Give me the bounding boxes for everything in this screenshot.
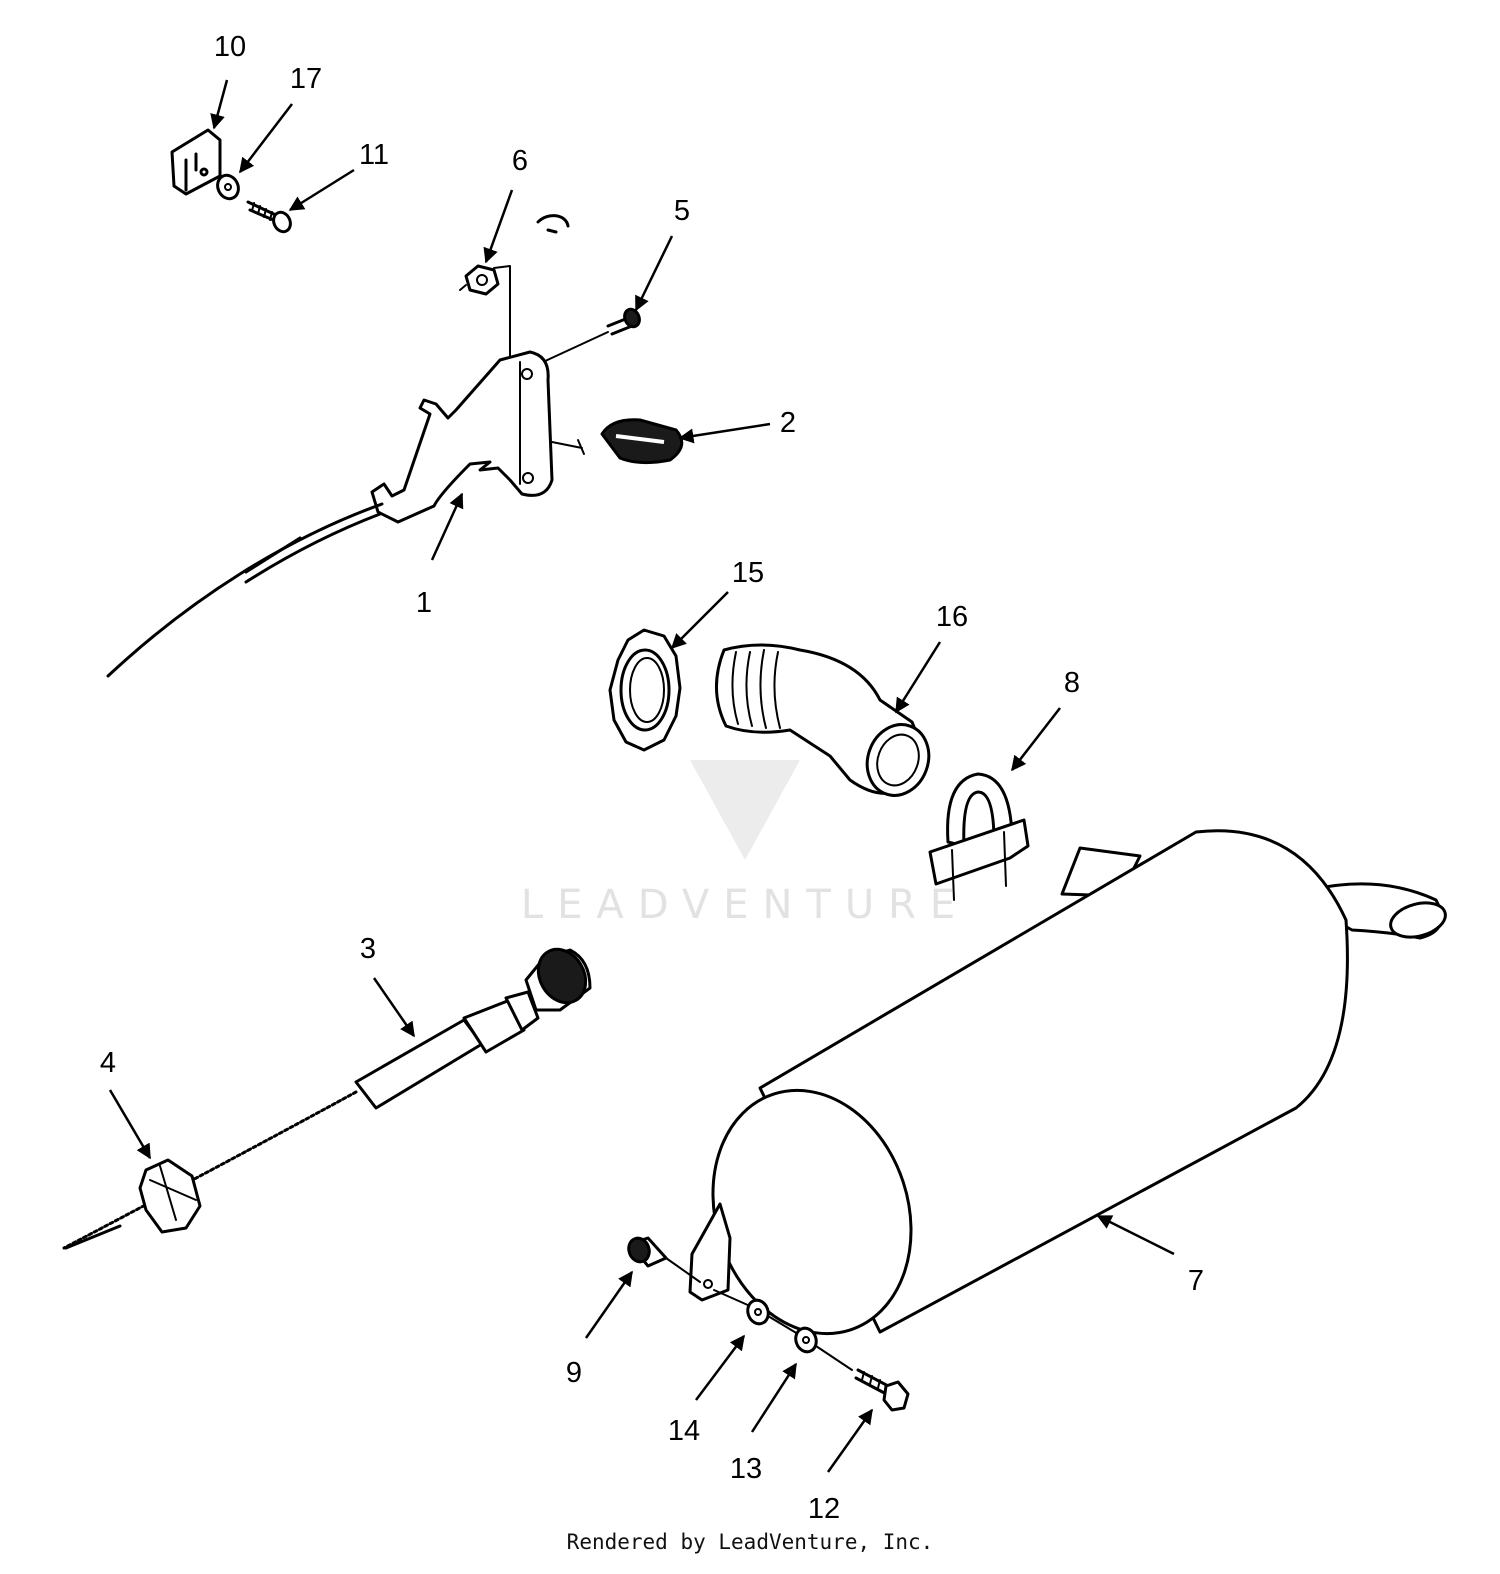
footer-credit: Rendered by LeadVenture, Inc. — [566, 1530, 934, 1554]
part-screw-5 — [606, 307, 641, 336]
leader-8 — [1011, 707, 1061, 772]
leader-14 — [695, 1334, 745, 1401]
callout-7: 7 — [1188, 1265, 1204, 1297]
part-lock-washer-13 — [794, 1326, 818, 1354]
part-lock-nut-15 — [608, 628, 682, 752]
part-spacer-9 — [627, 1236, 668, 1268]
part-nut-6 — [459, 264, 500, 296]
leader-9 — [584, 1270, 634, 1339]
part-control-cable — [106, 502, 384, 678]
watermark: LEADVENTURE — [521, 760, 969, 928]
callout-1: 1 — [416, 587, 432, 619]
callout-2: 2 — [780, 407, 796, 439]
part-control-bracket — [370, 350, 585, 524]
callout-17: 17 — [290, 63, 322, 95]
part-muffler-7 — [688, 829, 1447, 1336]
leader-4 — [108, 1089, 152, 1160]
leader-6 — [483, 189, 514, 264]
leader-3 — [372, 977, 416, 1038]
part-screw-11 — [246, 200, 292, 234]
callout-6: 6 — [512, 145, 528, 177]
leader-11 — [288, 168, 355, 212]
leader-1 — [430, 492, 464, 561]
part-washer-17 — [216, 173, 240, 201]
leader-15 — [670, 591, 729, 650]
leader-13 — [750, 1362, 798, 1433]
callout-10: 10 — [214, 31, 246, 63]
part-hex-nut-4 — [138, 1158, 202, 1234]
callout-11: 11 — [359, 139, 389, 171]
leader-5 — [634, 235, 674, 312]
leader-17 — [239, 103, 293, 174]
callout-5: 5 — [674, 195, 690, 227]
leader-lines — [108, 79, 1175, 1473]
callout-12: 12 — [808, 1493, 840, 1525]
part-cable-clip — [170, 128, 222, 196]
callout-15: 15 — [732, 557, 764, 589]
callout-16: 16 — [936, 601, 968, 633]
part-elbow-pipe-16 — [714, 643, 931, 797]
part-knob-2 — [600, 418, 684, 465]
leader-2 — [678, 422, 771, 444]
callout-13: 13 — [730, 1453, 762, 1485]
part-bolt-12 — [854, 1368, 910, 1412]
callout-3: 3 — [360, 933, 376, 965]
callout-8: 8 — [1064, 667, 1080, 699]
leader-12 — [826, 1408, 874, 1473]
leader-10 — [210, 79, 229, 130]
watermark-text: LEADVENTURE — [521, 882, 969, 928]
callout-14: 14 — [668, 1415, 700, 1447]
callout-9: 9 — [566, 1357, 582, 1389]
part-u-clamp-8 — [928, 772, 1030, 901]
callout-4: 4 — [100, 1047, 116, 1079]
callout-labels: 1 2 3 4 5 6 7 8 9 10 11 12 13 14 15 16 1… — [100, 31, 1204, 1525]
leader-7 — [1096, 1214, 1175, 1256]
part-washer-14 — [746, 1298, 770, 1326]
watermark-logo-icon — [690, 760, 800, 860]
leader-16 — [894, 641, 942, 714]
part-choke-cable-3 — [62, 947, 592, 1250]
part-small-clip — [536, 214, 570, 234]
